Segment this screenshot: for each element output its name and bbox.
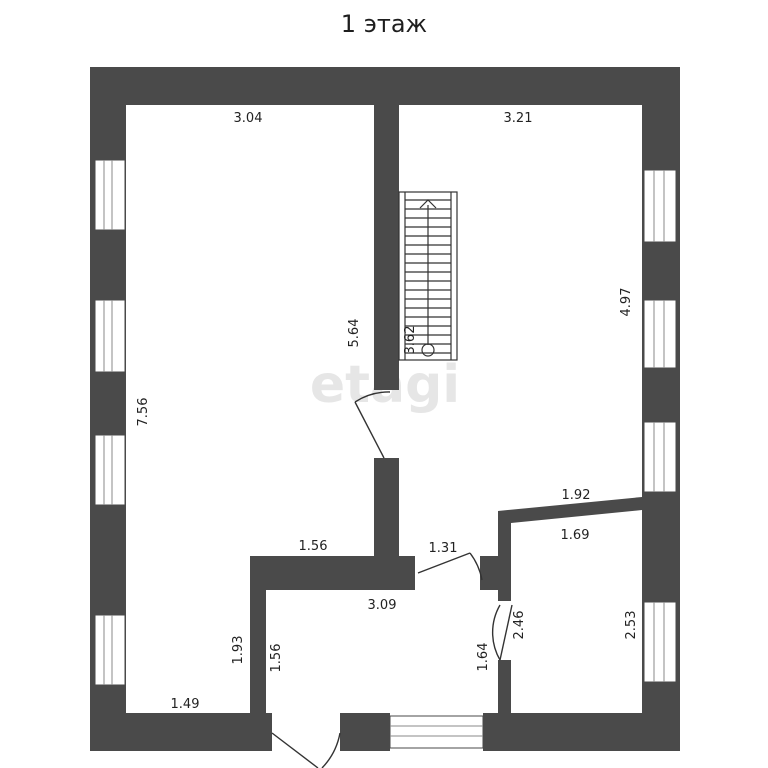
floor-title: 1 этаж xyxy=(340,10,428,38)
dim-stair-length: 3.62 xyxy=(403,326,418,355)
dim-right-room-height: 4.97 xyxy=(619,288,634,317)
window-right-2 xyxy=(643,299,677,369)
window-left-1 xyxy=(94,159,126,231)
dim-hall-door-width: 1.31 xyxy=(429,541,458,556)
window-bottom xyxy=(389,715,484,749)
dim-small-room-width: 1.69 xyxy=(561,528,590,543)
dim-top-right-width: 3.21 xyxy=(504,111,533,126)
slanted-wall xyxy=(498,497,642,523)
dim-top-left-width: 3.04 xyxy=(234,111,263,126)
dim-small-room-right-height: 2.53 xyxy=(624,611,639,640)
dim-left-step-height: 1.93 xyxy=(231,636,246,665)
dim-left-room-inner: 5.64 xyxy=(347,319,362,348)
dimension-labels: 3.04 3.21 7.56 5.64 3.62 4.97 1.92 1.56 … xyxy=(136,111,639,712)
dim-corridor-right-height: 1.64 xyxy=(476,643,491,672)
bottom-wall-left xyxy=(90,713,272,751)
door-small-room xyxy=(491,604,513,661)
window-left-2 xyxy=(94,299,126,373)
hall-wall-upper-left xyxy=(250,556,415,590)
door-left-room xyxy=(354,391,391,459)
window-left-4 xyxy=(94,614,126,686)
staircase xyxy=(398,191,458,361)
dim-corridor-left-height: 1.56 xyxy=(269,644,284,673)
hall-wall-upper-right xyxy=(480,556,500,590)
dim-small-room-left-height: 2.46 xyxy=(512,611,527,640)
top-wall xyxy=(90,67,680,105)
windows xyxy=(94,159,677,749)
window-right-4 xyxy=(643,601,677,683)
dim-corridor-width: 3.09 xyxy=(368,598,397,613)
dim-left-room-height: 7.56 xyxy=(136,398,151,427)
window-left-3 xyxy=(94,434,126,506)
dim-left-bottom-width: 1.49 xyxy=(171,697,200,712)
stair-outline xyxy=(398,191,458,361)
center-wall-upper xyxy=(374,100,399,390)
window-right-3 xyxy=(643,421,677,493)
dim-right-room-bottom: 1.92 xyxy=(562,488,591,503)
doors xyxy=(271,391,513,768)
bottom-wall-middle xyxy=(340,713,390,751)
small-room-wall-lower xyxy=(498,660,511,720)
dim-hall-upper-left: 1.56 xyxy=(299,539,328,554)
stair-arrow-icon xyxy=(419,199,437,209)
interior-walls xyxy=(250,100,642,728)
small-room-wall-upper xyxy=(498,511,511,601)
stair-start-icon xyxy=(421,343,435,357)
door-entrance xyxy=(271,732,341,768)
bottom-wall-right xyxy=(483,713,680,751)
step-wall-vertical xyxy=(250,556,266,728)
door-hall xyxy=(417,552,483,581)
window-right-1 xyxy=(643,169,677,243)
